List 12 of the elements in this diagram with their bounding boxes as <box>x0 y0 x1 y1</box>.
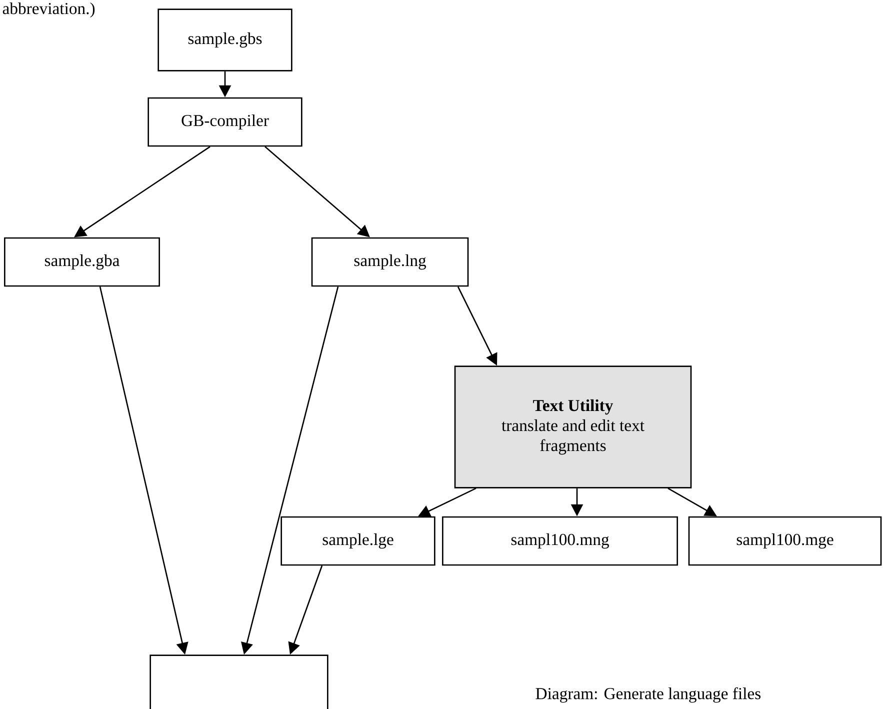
file-box: sample.lng <box>311 237 469 287</box>
file-box: sample.gba <box>4 237 160 287</box>
note-text: abbreviation.) <box>2 2 95 18</box>
process-box: Text Utility translate and edit text fragments <box>454 366 692 488</box>
caption: Diagram: Generate language files <box>536 687 760 703</box>
arrow <box>264 146 370 238</box>
file-box: sampl100.mge <box>688 516 882 566</box>
file-box: sample.gbs <box>158 8 292 72</box>
device-box <box>150 654 328 709</box>
file-box: sampl100.mng <box>442 516 678 566</box>
process-box: GB-compiler <box>148 97 302 147</box>
file-box: sample.lge <box>280 516 436 566</box>
